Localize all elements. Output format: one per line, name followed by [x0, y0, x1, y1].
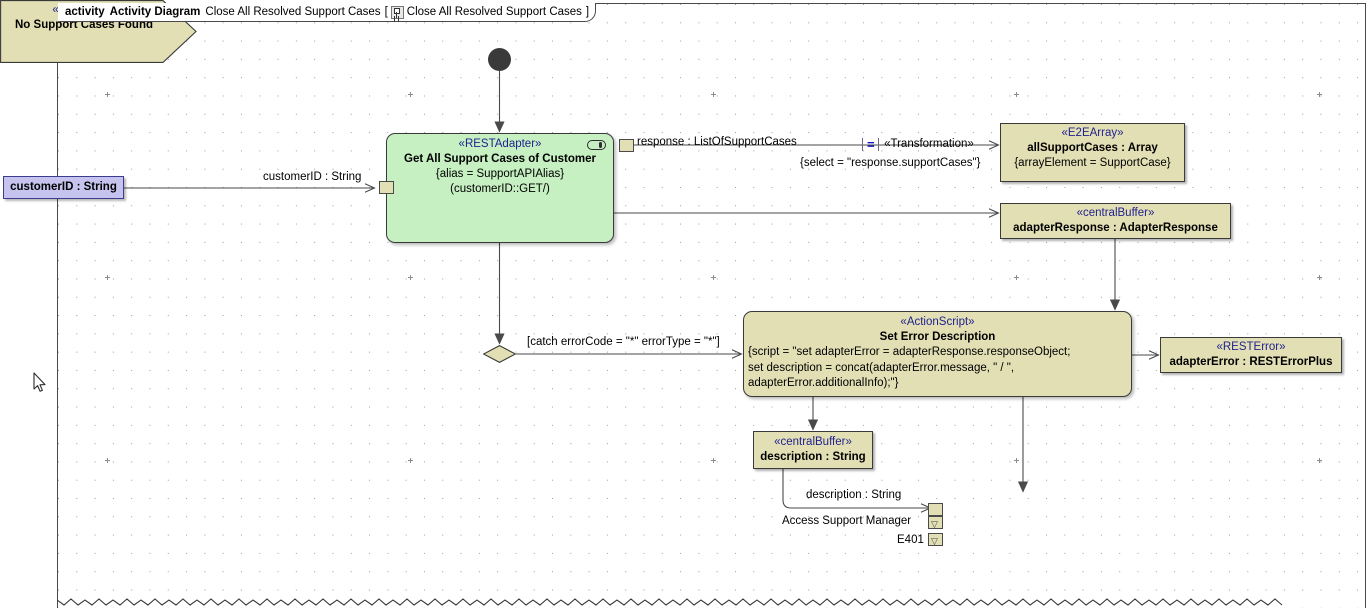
frame-torn-bottom-edge [57, 596, 1366, 611]
pin-action-output-response[interactable] [619, 139, 634, 152]
pin-action-input-customerid[interactable] [379, 181, 394, 194]
frame-diagram-name: Close All Resolved Support Cases [205, 6, 381, 18]
transformation-stereotype: «Transformation» [884, 138, 974, 150]
central-buffer-description[interactable]: «centralBuffer» description : String [753, 431, 873, 469]
activity-diagram-icon [390, 5, 404, 19]
pin-exception-e401[interactable]: ▽ [928, 533, 943, 546]
object-node-rest-error[interactable]: «RESTError» adapterError : RESTErrorPlus [1160, 337, 1342, 373]
central-buffer-adapter-response[interactable]: «centralBuffer» adapterResponse : Adapte… [1000, 203, 1231, 239]
central-buffer-name: adapterResponse : AdapterResponse [1013, 222, 1218, 234]
exception-name: No Support Cases Found [15, 19, 153, 31]
action-alias-property: {alias = SupportAPIAlias} [435, 168, 565, 180]
parameter-label: customerID : String [10, 181, 117, 193]
central-buffer-description-stereotype: «centralBuffer» [774, 436, 852, 448]
central-buffer-description-name: description : String [760, 451, 866, 463]
action-stereotype: «RESTAdapter» [458, 138, 542, 150]
transformation-bar-left [862, 137, 863, 151]
central-buffer-stereotype: «centralBuffer» [1076, 207, 1155, 219]
edge-label-transformation-select: {select = "response.supportCases"} [800, 157, 981, 169]
frame-ref-name: Close All Resolved Support Cases [406, 6, 582, 18]
transformation-bar-right [878, 137, 880, 151]
chevron-down-icon: ▽ [931, 518, 938, 529]
mouse-pointer-cursor [33, 372, 47, 393]
resterror-name: adapterError : RESTErrorPlus [1169, 356, 1333, 368]
frame-bracket-close: ] [585, 6, 590, 18]
pin-label-access-support-manager: Access Support Manager [782, 515, 912, 527]
frame-inner-grid [58, 4, 1365, 608]
actionscript-line-2: set description = concat(adapterError.me… [748, 361, 1015, 374]
e2earray-property: {arrayElement = SupportCase} [1014, 157, 1171, 169]
e2earray-stereotype: «E2EArray» [1061, 127, 1124, 139]
actionscript-line-3: adapterError.additionalInfo);"} [748, 377, 899, 389]
transformation-equals-icon: = [867, 136, 875, 152]
pin-label-e401: E401 [897, 534, 924, 546]
object-node-e2e-array[interactable]: «E2EArray» allSupportCases : Array {arra… [1000, 123, 1185, 182]
edge-label-customerid: customerID : String [263, 171, 362, 183]
adapter-port-icon [587, 140, 606, 150]
pin-exception-description[interactable] [928, 503, 943, 516]
activity-parameter-customerid[interactable]: customerID : String [3, 176, 124, 199]
action-rest-adapter[interactable]: «RESTAdapter» Get All Support Cases of C… [386, 133, 614, 243]
actionscript-stereotype: «ActionScript» [900, 316, 975, 328]
frame-title-bar: activity Activity Diagram Close All Reso… [58, 3, 597, 22]
edge-label-response: response : ListOfSupportCases [637, 136, 797, 148]
edge-label-description: description : String [806, 489, 902, 501]
decision-node [482, 344, 517, 364]
frame-keyword: activity [65, 6, 105, 18]
pin-exception-access-support-manager[interactable]: ▽ [928, 516, 943, 529]
transformation-marker-group: = «Transformation» [862, 137, 974, 151]
initial-node [488, 48, 511, 71]
action-set-error-description[interactable]: «ActionScript» Set Error Description {sc… [743, 311, 1132, 397]
resterror-stereotype: «RESTError» [1216, 341, 1286, 353]
edge-label-catch-guard: [catch errorCode = "*" errorType = "*"] [527, 336, 720, 348]
e2earray-name: allSupportCases : Array [1027, 142, 1158, 154]
chevron-down-icon: ▽ [931, 535, 938, 546]
frame-diagram-type: Activity Diagram [109, 6, 201, 18]
actionscript-name: Set Error Description [879, 331, 996, 343]
action-name: Get All Support Cases of Customer [404, 153, 596, 165]
actionscript-line-1: {script = "set adapterError = adapterRes… [748, 346, 1071, 358]
activity-diagram-frame [57, 3, 1366, 608]
action-operation-property: (customerID::GET/) [450, 183, 550, 195]
frame-bracket-open: [ [384, 6, 388, 18]
